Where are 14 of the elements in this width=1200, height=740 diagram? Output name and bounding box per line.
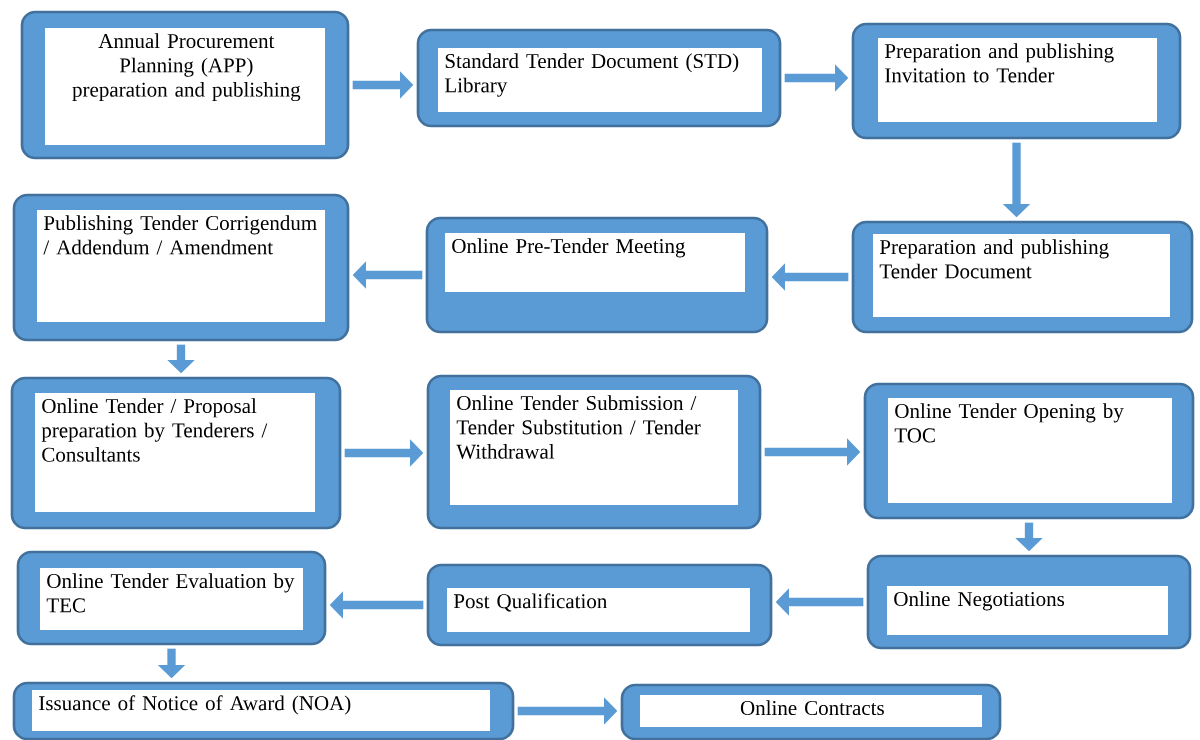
process-box: Online Tender Evaluation by TEC [16,550,327,646]
process-box: Online Pre-Tender Meeting [425,216,769,334]
process-box: Online Contracts [620,683,1002,740]
process-box: Post Qualification [426,563,773,647]
process-box: Online Tender / Proposal preparation by Tenderers / Consultants [10,376,342,530]
process-box: Publishing Tender Corrigendum / Addendum / Amendment [12,193,350,342]
process-box: Online Tender Opening by TOC [863,382,1195,520]
process-box: Issuance of Notice of Award (NOA) [12,681,515,740]
process-box: Preparation and publishing Invitation to Tender [851,22,1182,140]
process-box: Online Negotiations [866,554,1192,650]
process-box: Online Tender Submission / Tender Substitution / Tender Withdrawal [426,374,762,530]
process-box: Standard Tender Document (STD) Library [416,28,782,128]
process-box: Annual Procurement Planning (APP) preparation and publishing [20,10,350,160]
process-box: Preparation and publishing Tender Document [851,220,1194,334]
